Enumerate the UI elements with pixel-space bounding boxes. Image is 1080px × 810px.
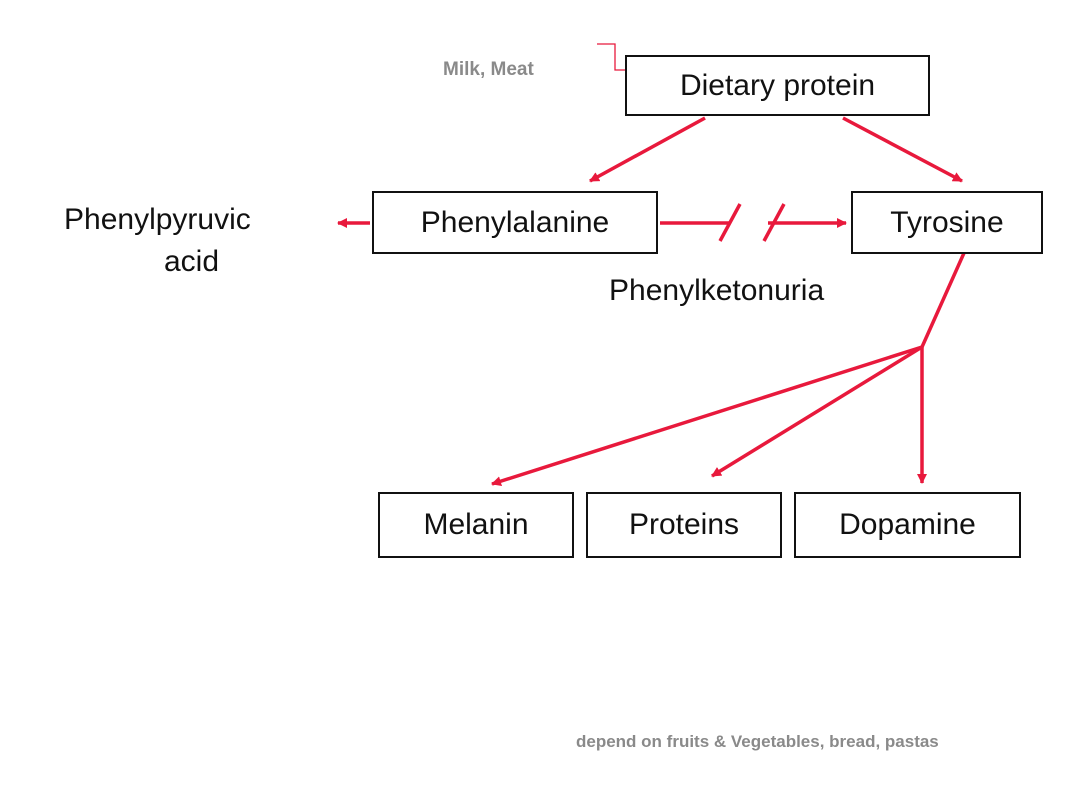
arrow-branch-to-proteins xyxy=(711,345,923,478)
diet-note: depend on fruits & Vegetables, bread, pa… xyxy=(576,732,939,751)
arrow-protein-to-tyrosine xyxy=(842,116,963,183)
node-tyrosine: Tyrosine xyxy=(851,191,1043,254)
arrow-tyrosine-to-branch xyxy=(920,252,966,348)
sources-connector-arrow xyxy=(597,43,633,70)
block-mark-right xyxy=(762,203,786,242)
sources-note: Milk, Meat xyxy=(443,59,534,80)
label-phenylpyruvic-line2: acid xyxy=(164,245,220,278)
arrow-branch-to-melanin xyxy=(491,345,923,487)
arrow-protein-to-phenylalanine xyxy=(589,116,706,183)
node-dopamine: Dopamine xyxy=(794,492,1021,558)
label-phenylketonuria: Phenylketonuria xyxy=(609,274,825,307)
block-mark-left xyxy=(718,203,742,242)
node-dietary-protein: Dietary protein xyxy=(625,55,930,116)
node-proteins: Proteins xyxy=(586,492,782,558)
node-phenylalanine: Phenylalanine xyxy=(372,191,658,254)
label-phenylpyruvic-line1: Phenylpyruvic xyxy=(64,203,251,236)
node-melanin: Melanin xyxy=(378,492,574,558)
